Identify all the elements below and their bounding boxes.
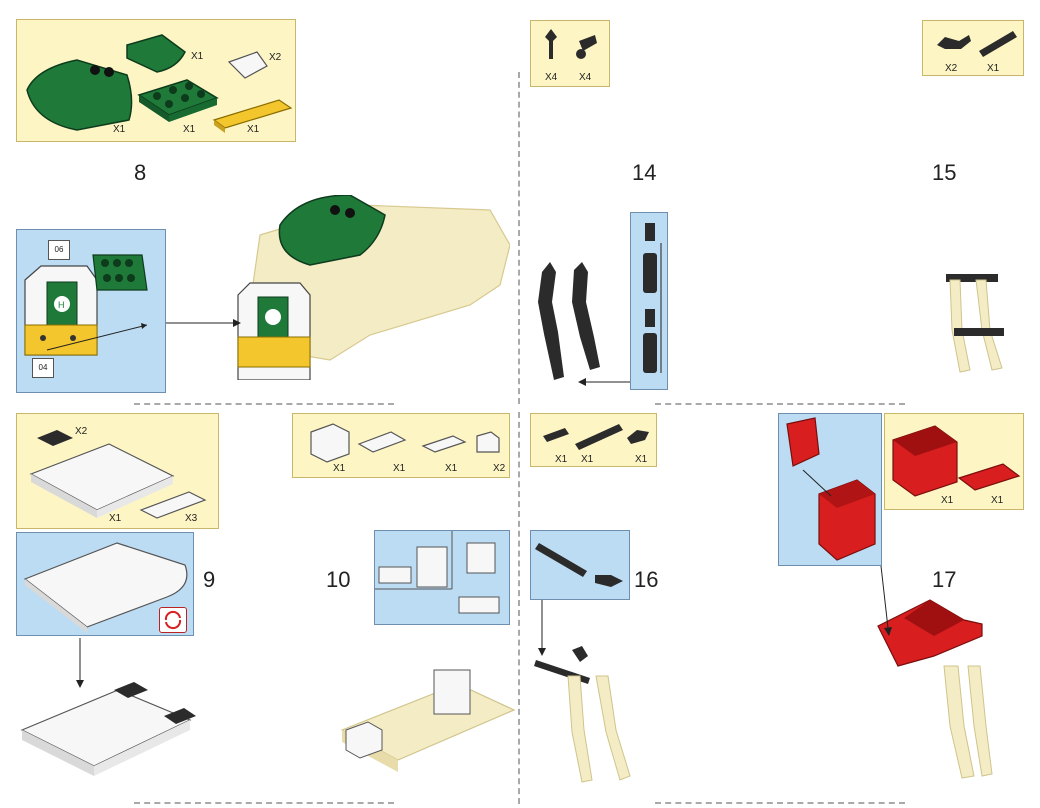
subassembly-step-9 bbox=[16, 532, 194, 636]
assembly-arrow bbox=[538, 600, 546, 656]
quantity-label: X1 bbox=[987, 63, 1000, 74]
parts-callout-step-14: X4 X4 bbox=[530, 20, 610, 87]
step-number: 15 bbox=[932, 160, 957, 185]
subassembly-step-10 bbox=[374, 530, 510, 625]
arms-illustration bbox=[538, 262, 600, 380]
subassembly-illustration bbox=[375, 531, 500, 614]
assembly-arrow bbox=[76, 638, 84, 688]
divider-horizontal-bottom-left bbox=[134, 802, 394, 804]
quantity-label: X2 bbox=[945, 63, 958, 74]
robot-with-bin-illustration bbox=[877, 599, 993, 779]
quantity-label: X1 bbox=[247, 124, 260, 135]
subassembly-step-17 bbox=[778, 413, 882, 566]
quantity-label: X1 bbox=[113, 124, 126, 135]
parts-callout-step-8: X1 X2 X1 X1 X1 bbox=[16, 19, 296, 142]
quantity-label: X3 bbox=[185, 513, 198, 524]
truck-cab-illustration bbox=[237, 195, 510, 380]
assembly-arrow bbox=[578, 378, 630, 386]
quantity-label: X1 bbox=[635, 454, 648, 465]
assembly-arrow bbox=[166, 319, 241, 327]
quantity-label: X1 bbox=[183, 124, 196, 135]
parts-illustration bbox=[545, 29, 597, 59]
step-number: 9 bbox=[203, 567, 216, 592]
callout-badge-04: 04 bbox=[32, 358, 54, 378]
quantity-label: X1 bbox=[991, 495, 1004, 506]
robot-legs-illustration bbox=[946, 274, 1004, 373]
parts-callout-step-9: X2 X1 X3 bbox=[16, 413, 219, 529]
subassembly-illustration bbox=[786, 417, 876, 561]
step-number: 17 bbox=[932, 567, 957, 592]
subassembly-illustration bbox=[23, 542, 188, 633]
quantity-label: X1 bbox=[393, 463, 406, 474]
subassembly-illustration bbox=[535, 543, 623, 587]
robot-arm-assembly-illustration bbox=[534, 646, 631, 783]
quantity-label: X2 bbox=[493, 463, 506, 474]
callout-badge-06: 06 bbox=[48, 240, 70, 260]
assembly-arrow bbox=[880, 566, 892, 636]
subassembly-illustration: H bbox=[24, 254, 148, 356]
parts-callout-step-15: X2 X1 bbox=[922, 20, 1024, 76]
subassembly-step-16 bbox=[530, 530, 630, 600]
quantity-label: X1 bbox=[581, 454, 594, 465]
parts-illustration bbox=[310, 423, 500, 463]
parts-illustration bbox=[937, 31, 1017, 57]
divider-horizontal-right bbox=[655, 403, 905, 405]
quantity-label: X1 bbox=[941, 495, 954, 506]
parts-illustration bbox=[26, 34, 293, 133]
divider-horizontal-bottom-right bbox=[655, 802, 905, 804]
parts-callout-step-16: X1 X1 X1 bbox=[530, 413, 657, 467]
parts-illustration bbox=[892, 425, 1021, 497]
subassembly-illustration bbox=[643, 223, 662, 373]
rotate-icon bbox=[159, 607, 187, 633]
parts-callout-step-17: X1 X1 bbox=[884, 413, 1024, 510]
divider-vertical-top bbox=[518, 72, 520, 404]
subassembly-step-14 bbox=[630, 212, 668, 390]
parts-callout-step-10: X1 X1 X1 X2 bbox=[292, 413, 510, 478]
step-number: 8 bbox=[134, 160, 147, 185]
parts-illustration bbox=[29, 430, 207, 519]
quantity-label: X4 bbox=[579, 72, 592, 83]
quantity-label: X1 bbox=[555, 454, 568, 465]
quantity-label: X2 bbox=[269, 52, 282, 63]
quantity-label: X1 bbox=[333, 463, 346, 474]
base-assembly-illustration bbox=[340, 669, 516, 772]
subassembly-step-8: H 06 04 bbox=[16, 229, 166, 393]
quantity-label: X4 bbox=[545, 72, 558, 83]
quantity-label: X1 bbox=[191, 51, 204, 62]
quantity-label: X1 bbox=[445, 463, 458, 474]
plate-assembly-illustration bbox=[20, 682, 196, 776]
step-number: 16 bbox=[634, 567, 659, 592]
divider-vertical-bottom bbox=[518, 412, 520, 804]
step-number: 14 bbox=[632, 160, 657, 185]
parts-illustration bbox=[543, 424, 649, 450]
step-number: 10 bbox=[326, 567, 351, 592]
quantity-label: X2 bbox=[75, 426, 88, 437]
svg-text:H: H bbox=[58, 300, 65, 310]
divider-horizontal-left bbox=[134, 403, 394, 405]
quantity-label: X1 bbox=[109, 513, 122, 524]
